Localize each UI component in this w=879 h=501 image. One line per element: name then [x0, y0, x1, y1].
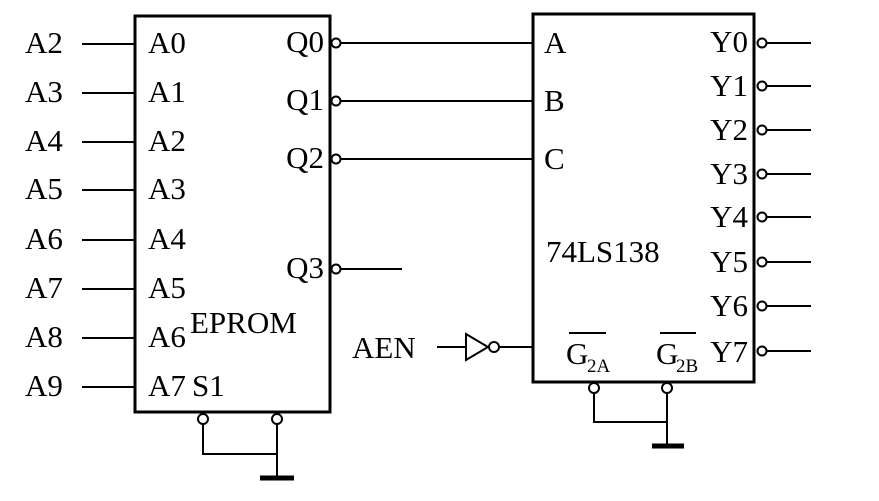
g2a-label-sub: 2A — [587, 356, 611, 377]
eprom-pin-label: A2 — [148, 123, 186, 158]
eprom-enable-bubble-left — [197, 413, 209, 425]
g2a-label-main: G — [566, 336, 588, 371]
ext-addr-label: A8 — [25, 319, 63, 354]
eprom-enable-bubble-right — [271, 413, 283, 425]
ext-addr-label: A6 — [25, 221, 63, 256]
ext-addr-label: A3 — [25, 74, 63, 109]
decoder-output-label: Y1 — [710, 68, 748, 103]
eprom-ground-wire — [202, 424, 278, 455]
y-output-bubble — [756, 124, 768, 136]
decoder-output-label: Y0 — [710, 24, 748, 59]
y-output-bubble — [756, 345, 768, 357]
y-output-bubble — [756, 37, 768, 49]
y-output-bubble — [756, 168, 768, 180]
y-output-bubble — [756, 256, 768, 268]
aen-inverter-bubble — [488, 341, 500, 353]
decoder-input-label: A — [544, 25, 567, 60]
decoder-ground-wire — [593, 393, 668, 423]
ext-addr-label: A4 — [25, 123, 63, 158]
decoder-input-label: C — [544, 141, 565, 176]
g2b-bubble — [661, 382, 673, 394]
g2a-bubble — [588, 382, 600, 394]
eprom-output-label: Q0 — [286, 24, 324, 59]
eprom-name: EPROM — [190, 305, 297, 340]
q3-bubble — [330, 263, 342, 275]
eprom-output-label: Q3 — [286, 250, 324, 285]
eprom-output-label: Q2 — [286, 140, 324, 175]
y-output-bubble — [756, 211, 768, 223]
eprom-pin-label: A4 — [148, 221, 186, 256]
decoder-output-label: Y5 — [710, 244, 748, 279]
y-output-bubble — [756, 300, 768, 312]
eprom-pin-label: A3 — [148, 171, 186, 206]
decoder-output-label: Y2 — [710, 112, 748, 147]
q0-bubble — [330, 37, 342, 49]
decoder-body — [531, 12, 756, 384]
eprom-pin-label: A0 — [148, 25, 186, 60]
g2b-label-sub: 2B — [676, 356, 698, 377]
g2b-label-main: G — [656, 336, 678, 371]
aen-inverter-triangle — [465, 332, 490, 362]
ext-addr-label: A9 — [25, 368, 63, 403]
eprom-pin-label: A5 — [148, 270, 186, 305]
aen-label: AEN — [352, 330, 416, 365]
decoder-output-label: Y3 — [710, 156, 748, 191]
decoder-output-label: Y6 — [710, 288, 748, 323]
eprom-pin-label: A1 — [148, 74, 186, 109]
eprom-select-label: S1 — [192, 368, 225, 403]
q2-bubble — [330, 153, 342, 165]
eprom-body — [133, 14, 332, 414]
ext-addr-label: A5 — [25, 171, 63, 206]
eprom-pin-label: A6 — [148, 319, 186, 354]
decoder-output-label: Y7 — [710, 334, 748, 369]
decoder-input-label: B — [544, 83, 565, 118]
y-output-bubble — [756, 80, 768, 92]
ext-addr-label: A2 — [25, 25, 63, 60]
eprom-output-label: Q1 — [286, 82, 324, 117]
eprom-pin-label: A7 — [148, 368, 186, 403]
decoder-output-label: Y4 — [710, 199, 748, 234]
decoder-name: 74LS138 — [546, 234, 660, 269]
ext-addr-label: A7 — [25, 270, 63, 305]
q1-bubble — [330, 95, 342, 107]
